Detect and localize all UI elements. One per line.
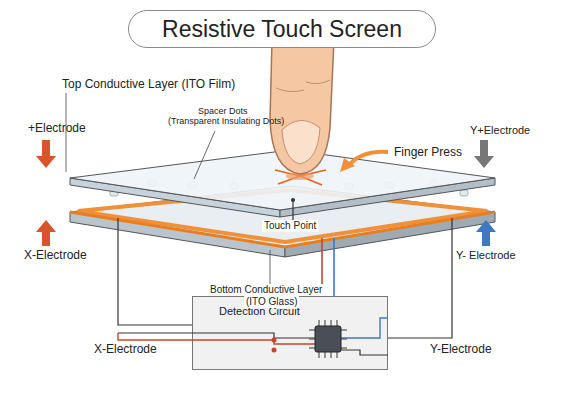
fingernail xyxy=(282,120,320,164)
wire xyxy=(388,218,452,338)
part-label: Spacer Dots xyxy=(198,106,248,116)
wire xyxy=(118,218,192,325)
part-label: Top Conductive Layer (ITO Film) xyxy=(62,78,235,92)
electrode-arrow xyxy=(36,140,56,168)
ito-coating-edge xyxy=(70,212,495,247)
part-label: X-Electrode xyxy=(92,343,159,357)
electrode-arrow xyxy=(476,220,496,246)
part-label: (Transparent Insulating Dots) xyxy=(168,116,284,126)
leader-line xyxy=(194,131,215,179)
finger xyxy=(270,40,334,174)
title: Resistive Touch Screen xyxy=(128,10,436,48)
touch-dot xyxy=(291,198,295,202)
touch-point-leader xyxy=(292,200,293,222)
part-label: Finger Press xyxy=(394,146,462,160)
leader-line xyxy=(270,250,271,284)
electrode-arrow xyxy=(474,140,494,168)
finger-crease xyxy=(276,80,330,92)
part-label: Y- Electrode xyxy=(456,249,516,262)
part-label: Y-Electrode xyxy=(428,343,494,357)
electrode-arrow xyxy=(36,220,56,246)
part-label: Bottom Conductive Layer xyxy=(208,284,324,296)
part-label: +Electrode xyxy=(28,122,86,136)
part-label: Y+Electrode xyxy=(470,124,530,137)
part-label: (ITO Glass) xyxy=(244,296,299,308)
part-label: Touch Point xyxy=(262,220,318,232)
part-label: X-Electrode xyxy=(24,249,87,263)
press-arrowhead xyxy=(340,158,355,172)
press-arrow xyxy=(348,152,388,166)
